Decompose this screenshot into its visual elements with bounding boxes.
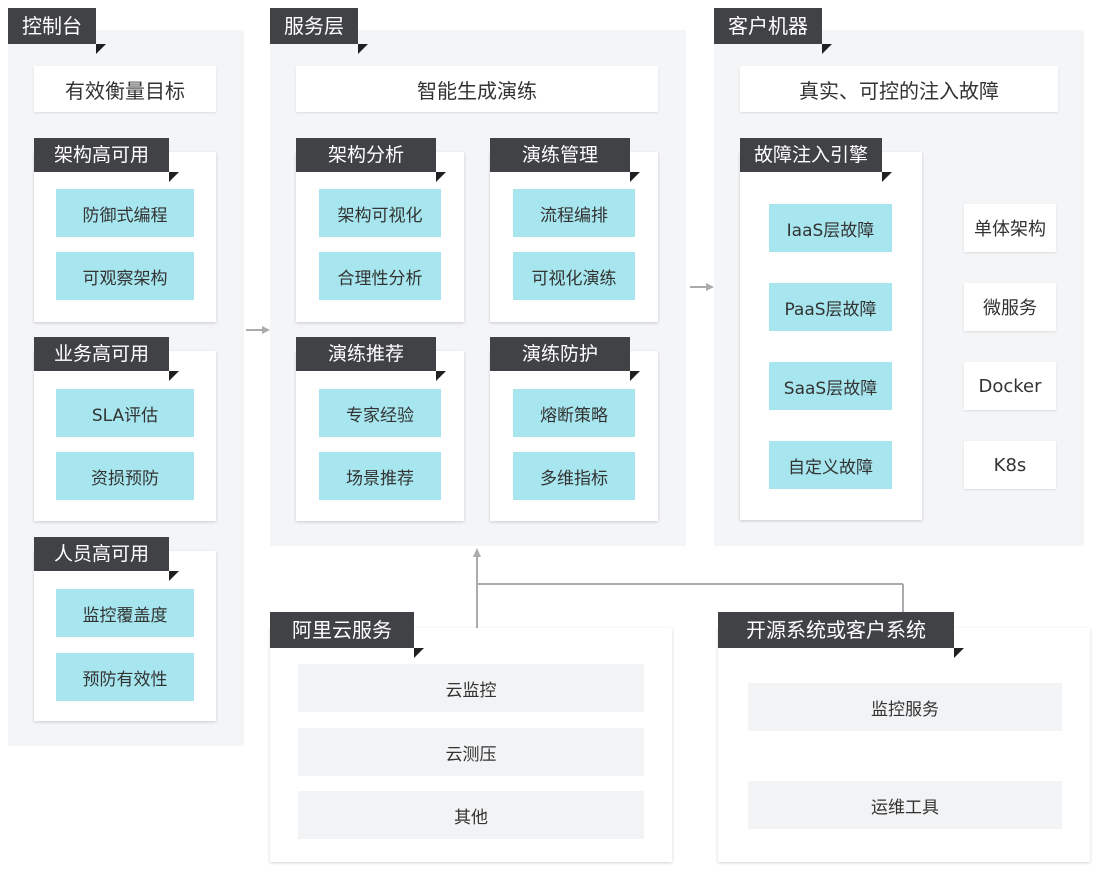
service-item: 合理性分析 — [319, 252, 441, 300]
console-item: 可观察架构 — [56, 252, 194, 300]
console-item: 资损预防 — [56, 452, 194, 500]
console-group-title: 人员高可用 — [34, 537, 180, 581]
arrow-head — [262, 326, 270, 334]
service-group-title: 演练推荐 — [296, 337, 447, 381]
engine-title: 故障注入引擎 — [740, 138, 893, 182]
console-group-title: 架构高可用 — [34, 138, 180, 182]
service-item: 熔断策略 — [513, 389, 635, 437]
aliyun-item: 其他 — [298, 791, 644, 839]
target-item: K8s — [964, 441, 1056, 489]
service-item: 场景推荐 — [319, 452, 441, 500]
console-group-title: 业务高可用 — [34, 337, 180, 381]
service-item: 多维指标 — [513, 452, 635, 500]
customer-headline: 真实、可控的注入故障 — [740, 66, 1058, 112]
service-title: 服务层 — [270, 8, 368, 54]
service-group-title: 架构分析 — [296, 138, 447, 182]
customer-title: 客户机器 — [714, 8, 832, 54]
aliyun-item: 云监控 — [298, 664, 644, 712]
arrow-head — [473, 548, 481, 557]
service-item: 架构可视化 — [319, 189, 441, 237]
service-headline: 智能生成演练 — [296, 66, 658, 112]
service-group-title: 演练管理 — [490, 138, 641, 182]
fault-item: PaaS层故障 — [769, 283, 892, 331]
console-title: 控制台 — [8, 8, 106, 54]
arrow-head — [706, 283, 714, 291]
console-item: 防御式编程 — [56, 189, 194, 237]
target-item: 单体架构 — [964, 204, 1056, 252]
opensource-item: 运维工具 — [748, 781, 1062, 829]
fault-item: 自定义故障 — [769, 441, 892, 489]
aliyun-title: 阿里云服务 — [270, 612, 424, 658]
service-item: 可视化演练 — [513, 252, 635, 300]
target-item: 微服务 — [964, 283, 1056, 331]
console-item: SLA评估 — [56, 389, 194, 437]
service-item: 专家经验 — [319, 389, 441, 437]
console-goal: 有效衡量目标 — [34, 66, 216, 112]
aliyun-item: 云测压 — [298, 728, 644, 776]
target-item: Docker — [964, 362, 1056, 410]
opensource-item: 监控服务 — [748, 683, 1062, 731]
console-item: 监控覆盖度 — [56, 589, 194, 637]
opensource-title: 开源系统或客户系统 — [718, 612, 964, 658]
service-group-title: 演练防护 — [490, 337, 641, 381]
service-item: 流程编排 — [513, 189, 635, 237]
console-item: 预防有效性 — [56, 653, 194, 701]
fault-item: SaaS层故障 — [769, 362, 892, 410]
fault-item: IaaS层故障 — [769, 204, 892, 252]
